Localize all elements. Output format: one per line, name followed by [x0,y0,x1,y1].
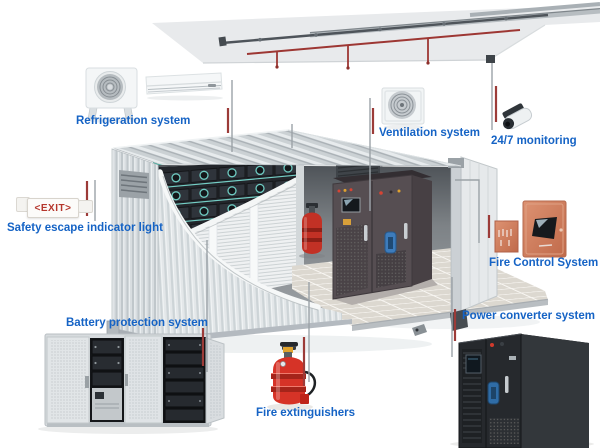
battery-cabinet-center-door [124,335,163,424]
fire-extinguisher [271,342,317,405]
label-fire-control-system: Fire Control System [489,257,599,269]
exit-sign-light: <EXIT> [16,195,94,221]
end-face-vent [119,170,149,199]
container-roof [112,129,462,167]
ventilation-fan [381,87,425,130]
interior-fire-suppression-tank [299,203,325,259]
interior-converter-cabinet [332,170,438,305]
battery-cabinet-left-door [46,336,90,424]
outdoor-ac-unit [85,67,138,123]
label-24-7-monitoring: 24/7 monitoring [491,135,577,147]
battery-cabinet [44,333,225,427]
container-end-face [111,148,159,339]
ceiling-fire-piping [152,2,600,70]
floor-edge-camera [412,324,427,336]
exit-sign-box: <EXIT> [27,198,79,218]
exit-sign-text: <EXIT> [34,202,72,214]
camera-ceiling-mount [486,55,495,63]
leader-fire-control [455,179,480,243]
label-fire-extinguishers: Fire extinguishers [256,407,356,419]
cctv-camera [502,103,533,130]
fire-alarm-panels [494,200,567,258]
battery-cabinet-right-bay [163,337,206,423]
label-refrigeration-system: Refrigeration system [76,115,191,127]
label-battery-protection: Battery protection system [66,317,208,329]
label-ventilation-system: Ventilation system [379,127,480,139]
battery-cabinet-left-bay [90,338,124,422]
container-cutaway-sheet [157,169,342,341]
label-safety-escape-light: Safety escape indicator light [7,222,163,234]
exit-sign-right-tab [78,200,93,213]
storage-container [106,129,549,344]
red-sprinkler-pipe [246,29,521,67]
battery-cabinet-open-door [205,337,225,425]
power-converter-cabinet [458,333,589,448]
indoor-ac-unit [145,72,223,101]
label-power-converter-system: Power converter system [462,310,595,322]
